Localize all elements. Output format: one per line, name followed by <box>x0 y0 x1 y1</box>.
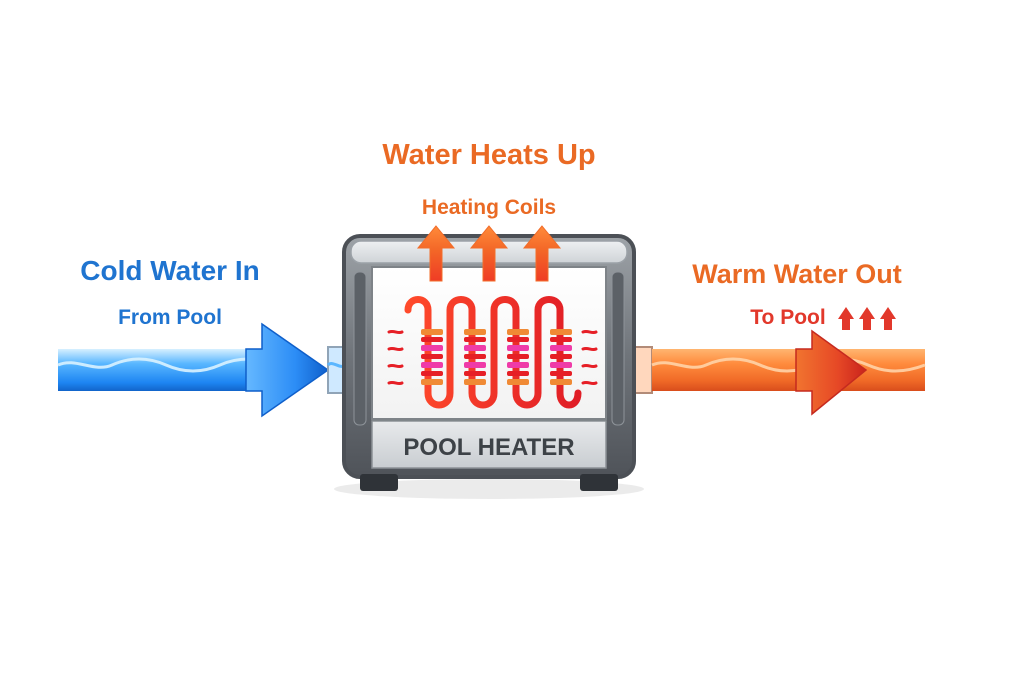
heater-left-foot <box>360 474 398 491</box>
up-arrow-icon <box>416 225 456 282</box>
heater-left-vent <box>353 271 367 426</box>
coil-red-bars <box>421 337 572 376</box>
heater-window <box>371 266 607 420</box>
coil-orange-bars <box>421 329 572 385</box>
up-arrow-icon <box>469 225 509 282</box>
small-up-arrow-icon-group <box>838 307 896 330</box>
heater-name: POOL HEATER <box>403 434 574 461</box>
cold-water-inlet <box>57 322 347 418</box>
warm-pipe-connector <box>633 346 653 394</box>
up-arrow-icon <box>522 225 562 282</box>
heating-coils <box>387 296 598 409</box>
outlet-title: Warm Water Out <box>692 259 902 289</box>
outlet-subtitle: To Pool <box>750 306 825 329</box>
coil-ticks-right <box>581 329 598 386</box>
warm-water-wave <box>651 357 926 373</box>
small-up-arrow-icon <box>859 307 875 330</box>
heater-shadow <box>334 479 644 499</box>
inlet-title: Cold Water In <box>80 255 259 286</box>
cold-water-arrow <box>245 322 330 418</box>
top-subtitle: Heating Coils <box>422 196 556 219</box>
coil-ticks-left <box>387 329 404 386</box>
heat-rise-arrows <box>416 225 562 282</box>
small-up-arrow-icon <box>880 307 896 330</box>
top-title: Water Heats Up <box>382 139 595 171</box>
heater-right-vent <box>611 271 625 426</box>
heater-name-band <box>371 420 607 469</box>
warm-water-arrow <box>795 329 868 416</box>
coil-pink-bars <box>421 345 572 368</box>
coil-serpentine <box>404 296 582 409</box>
heater-right-foot <box>580 474 618 491</box>
inlet-subtitle: From Pool <box>118 306 222 329</box>
cold-water-wave <box>57 357 291 373</box>
warm-water-outlet <box>633 329 926 416</box>
small-up-arrow-icon <box>838 307 854 330</box>
